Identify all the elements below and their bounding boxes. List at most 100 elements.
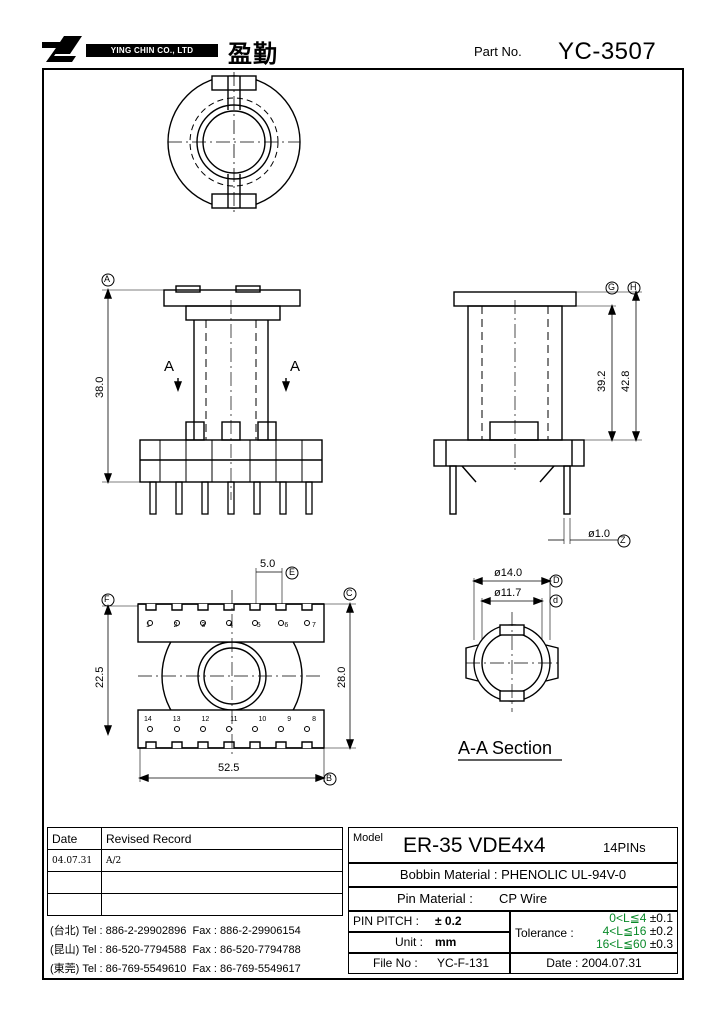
dim-28-0: 28.0	[336, 666, 348, 688]
tolerance-list: 0<L≦4 ±0.1 4<L≦16 ±0.2 16<L≦60 ±0.3	[596, 912, 673, 951]
tolerance-range: 0<L≦4	[609, 911, 647, 925]
pin-value: CP Wire	[499, 891, 548, 906]
pitch-label: PIN PITCH :	[353, 914, 420, 928]
pin-numbers-bottom: 14 13 12 11 10 9 8	[144, 716, 316, 723]
contact-row: (台北) Tel : 886-2-29902896 Fax : 886-2-29…	[50, 922, 301, 938]
rev-record: A/2	[101, 849, 343, 872]
contact-fax: Fax : 86-769-5549617	[192, 963, 301, 975]
pin-number: 8	[312, 716, 316, 723]
pitch-value: ± 0.2	[435, 914, 462, 928]
callout-e: E	[289, 567, 296, 577]
section-mark-left: A	[164, 358, 175, 375]
pin-number: 4	[229, 622, 233, 629]
part-no-label: Part No.	[474, 44, 522, 59]
top-view	[167, 72, 301, 212]
company-logo	[42, 36, 82, 62]
tolerance-value: ±0.2	[649, 924, 673, 938]
contact-fax: Fax : 886-2-29906154	[192, 925, 301, 937]
rev-date-header: Date	[47, 827, 102, 850]
pin-number: 10	[258, 716, 267, 723]
pin-number: 9	[287, 716, 292, 723]
dim-pin-dia: ø1.0	[588, 528, 611, 540]
spec-date-cell: Date : 2004.07.31	[510, 953, 678, 974]
pin-number: 14	[144, 716, 152, 723]
side-view	[101, 273, 323, 515]
contact-row: (昆山) Tel : 86-520-7794588 Fax : 86-520-7…	[50, 941, 301, 957]
file-label: File No :	[373, 956, 418, 970]
section-mark-right: A	[290, 358, 301, 375]
section-title: A-A Section	[458, 738, 553, 758]
dim-id-11-7: ø11.7	[494, 587, 522, 599]
contact-tel: Tel : 86-769-5549610	[82, 963, 187, 975]
tolerance-range: 16<L≦60	[595, 937, 647, 951]
callout-z: Z	[620, 535, 626, 545]
pin-number: 1	[146, 622, 150, 629]
dim-42-8: 42.8	[620, 370, 632, 392]
section-view	[458, 574, 563, 761]
callout-f: F	[104, 594, 110, 604]
contact-region: (昆山)	[50, 944, 80, 956]
pin-number: 3	[201, 622, 206, 629]
spec-date-value: 2004.07.31	[581, 956, 642, 970]
bobbin-label: Bobbin Material :	[399, 867, 498, 882]
spec-file-cell: File No : YC-F-131	[348, 953, 510, 974]
contact-tel: Tel : 86-520-7794588	[82, 944, 187, 956]
callout-h: H	[630, 282, 637, 292]
pin-number: 5	[256, 622, 261, 629]
contact-row: (東莞) Tel : 86-769-5549610 Fax : 86-769-5…	[50, 960, 301, 976]
tolerance-row: 16<L≦60 ±0.3	[596, 938, 673, 951]
spec-tolerance-cell: Tolerance : 0<L≦4 ±0.1 4<L≦16 ±0.2 16<L≦…	[510, 911, 678, 953]
rev-date	[47, 871, 102, 894]
spec-model-row: Model ER-35 VDE4x4 14PINs	[348, 827, 678, 863]
drawing-frame	[42, 68, 684, 980]
callout-c: C	[346, 588, 353, 598]
spec-pin-row: Pin Material : CP Wire	[348, 887, 678, 911]
callout-d-upper: D	[553, 575, 560, 585]
callout-b: B	[326, 773, 333, 783]
bobbin-value: PHENOLIC UL-94V-0	[501, 867, 627, 882]
dim-52-5: 52.5	[218, 762, 240, 774]
contact-tel: Tel : 886-2-29902896	[82, 925, 187, 937]
contact-region: (台北)	[50, 925, 80, 937]
rev-date	[47, 893, 102, 916]
part-no-value: YC-3507	[558, 38, 657, 65]
brand-chinese: 盈勤	[228, 39, 278, 68]
file-value: YC-F-131	[437, 956, 490, 970]
spec-pitch-cell: PIN PITCH : ± 0.2	[348, 911, 510, 932]
contact-fax: Fax : 86-520-7794788	[192, 944, 301, 956]
contact-region: (東莞)	[50, 963, 80, 975]
model-pins: 14PINs	[603, 840, 646, 855]
bottom-view	[101, 566, 357, 786]
callout-d-lower: d	[553, 595, 559, 605]
dim-5-0: 5.0	[260, 558, 276, 570]
company-name: YING CHIN CO., LTD	[86, 44, 218, 57]
rev-record-header: Revised Record	[101, 827, 343, 850]
pin-number: 2	[173, 622, 178, 629]
dim-38: 38.0	[94, 376, 106, 398]
model-value: ER-35 VDE4x4	[403, 834, 546, 857]
spec-date-label: Date :	[546, 956, 579, 970]
dim-22-5: 22.5	[94, 666, 106, 688]
spec-unit-cell: Unit : mm	[348, 932, 510, 953]
revision-table: Date Revised Record 04.07.31 A/2	[47, 827, 343, 916]
pin-number: 7	[312, 622, 316, 629]
pin-number: 13	[172, 716, 181, 723]
dim-39-2: 39.2	[596, 370, 608, 392]
tolerance-value: ±0.3	[649, 937, 673, 951]
rev-record	[101, 871, 343, 894]
spec-bobbin-row: Bobbin Material : PHENOLIC UL-94V-0	[348, 863, 678, 887]
rev-date: 04.07.31	[47, 849, 102, 872]
pin-number: 6	[284, 622, 289, 629]
pin-numbers-top: 1 2 3 4 5 6 7	[146, 622, 316, 629]
model-label: Model	[353, 832, 383, 844]
tolerance-label: Tolerance :	[515, 926, 574, 940]
callout-a-side: A	[104, 274, 111, 284]
unit-value: mm	[435, 935, 457, 949]
rev-record	[101, 893, 343, 916]
front-view	[433, 281, 642, 548]
pin-label: Pin Material :	[397, 891, 473, 906]
tolerance-range: 4<L≦16	[602, 924, 647, 938]
pin-number: 12	[201, 716, 210, 723]
tolerance-row: 0<L≦4 ±0.1	[596, 912, 673, 925]
